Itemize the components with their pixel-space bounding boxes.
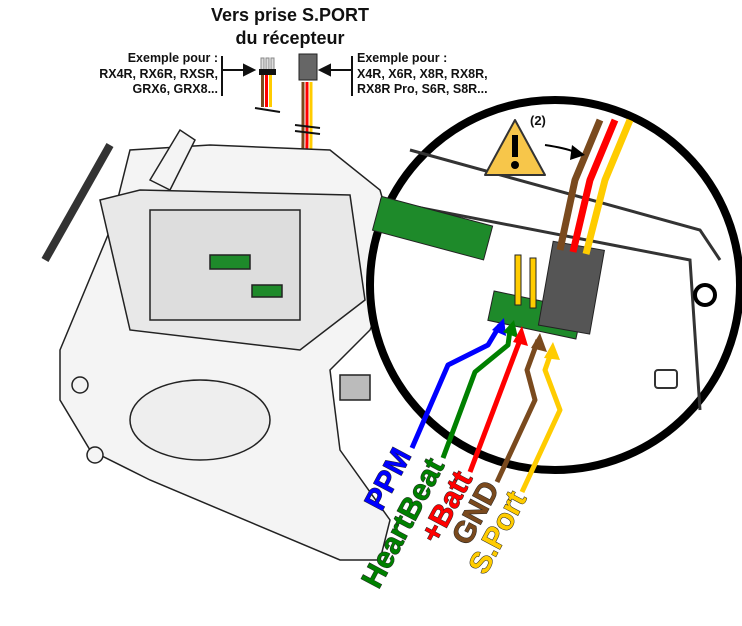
right-example-heading: Exemple pour :	[357, 51, 448, 65]
left-example-text: Exemple pour : RX4R, RX6R, RXSR, GRX6, G…	[99, 51, 218, 98]
gnd-pointer	[494, 339, 541, 484]
right-bracket-arrow	[317, 56, 353, 96]
magnified-view: (2)	[366, 96, 742, 474]
left-example-heading: Exemple pour :	[127, 51, 218, 65]
left-example-line2: GRX6, GRX8...	[132, 82, 218, 96]
pin-pointers	[409, 318, 563, 494]
right-example-line2: RX8R Pro, S6R, S8R...	[357, 82, 488, 96]
title-line-2: du récepteur	[235, 28, 345, 48]
heartbeat-pointer	[440, 329, 513, 459]
right-example-line1: X4R, X6R, X8R, RX8R,	[357, 66, 488, 81]
diagram-title: Vers prise S.PORT du récepteur	[190, 4, 390, 50]
left-example-line1: RX4R, RX6R, RXSR,	[99, 66, 218, 81]
sport-pointer	[519, 349, 563, 494]
pin-header-connector-icon	[254, 57, 281, 113]
batt-pointer	[467, 339, 523, 473]
ppm-pointer	[409, 323, 503, 449]
warning-note: (2)	[530, 113, 546, 128]
left-bracket-arrow	[221, 56, 257, 96]
title-line-1: Vers prise S.PORT	[210, 5, 370, 25]
warning-icon	[484, 119, 546, 176]
transmitter-illustration	[41, 128, 401, 561]
right-example-text: Exemple pour : X4R, X6R, X8R, RX8R, RX8R…	[357, 51, 488, 98]
